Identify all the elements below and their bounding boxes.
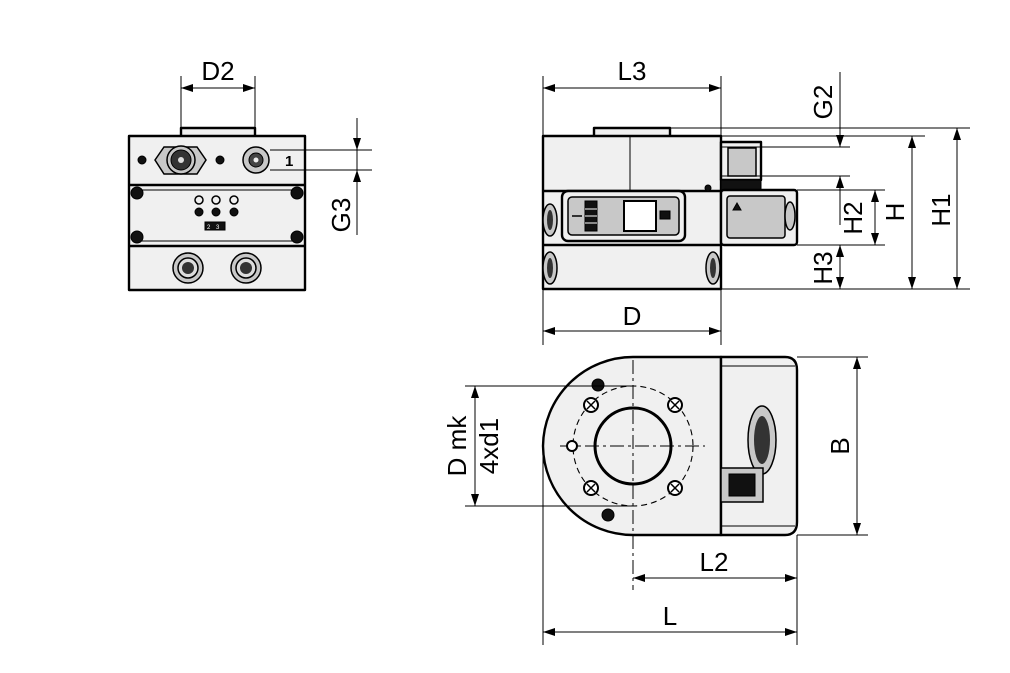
top-view: D mk 4xd1 B L2 L — [442, 355, 868, 645]
round-port: 1 — [242, 146, 293, 174]
led-indicators: 2 3 — [194, 195, 239, 231]
dim-d-mk: D mk — [442, 415, 472, 477]
dim-h: H — [880, 203, 910, 222]
port-label-1: 1 — [285, 153, 293, 170]
side-display — [560, 189, 687, 243]
dim-g2: G2 — [808, 85, 838, 120]
dim-h1: H1 — [926, 193, 956, 226]
hex-fitting — [137, 145, 225, 175]
dim-d: D — [623, 301, 642, 331]
dim-d2: D2 — [201, 56, 234, 86]
side-connector — [719, 140, 799, 247]
dim-4xd1: 4xd1 — [474, 418, 504, 474]
side-view: L3 G2 H2 H H1 H3 D — [541, 56, 970, 345]
led-label-3: 3 — [216, 225, 220, 231]
dim-h2: H2 — [838, 201, 868, 234]
dim-g3: G3 — [326, 198, 356, 233]
dim-l: L — [663, 601, 677, 631]
dim-l2: L2 — [700, 547, 729, 577]
dim-l3: L3 — [618, 56, 647, 86]
led-label-2: 2 — [207, 225, 211, 231]
dim-b: B — [825, 437, 855, 454]
mounting-holes — [583, 397, 683, 496]
front-view: 1 2 3 D2 — [127, 56, 372, 292]
bottom-ports — [172, 252, 262, 284]
dim-h3: H3 — [808, 251, 838, 284]
